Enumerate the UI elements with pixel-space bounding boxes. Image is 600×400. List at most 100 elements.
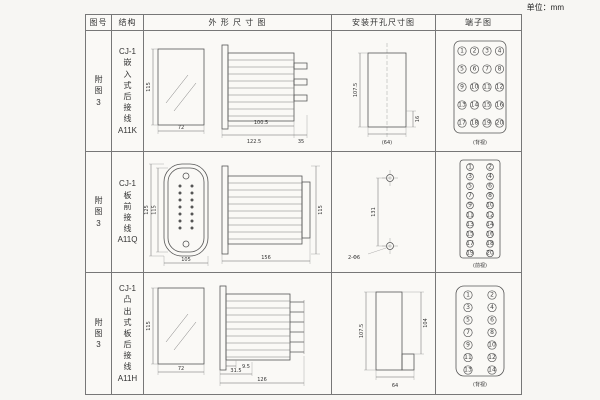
dim-cutout-height: 107.5: [353, 52, 368, 128]
terminal-pin: [466, 172, 474, 181]
dim-step: 31.5: [219, 361, 253, 376]
terminal-pin: [469, 46, 480, 56]
terminal-pin-number: 17: [466, 240, 474, 247]
terminal-pin: [486, 230, 494, 238]
terminal-pin-number: 8: [488, 192, 492, 199]
terminal-pin-number: 11: [483, 84, 491, 91]
front-view: [157, 48, 205, 126]
dim-side-height: 115: [311, 165, 324, 255]
terminal-pin-number: 5: [460, 66, 464, 73]
terminal-plate: [453, 40, 507, 134]
svg-text:122.5: 122.5: [247, 139, 261, 145]
hole-note: 2-Φ6: [348, 247, 387, 261]
terminal-pin-number: 16: [486, 231, 494, 238]
terminal-pin: [463, 339, 473, 350]
terminal-pin-number: 10: [486, 202, 494, 209]
terminal-pin: [457, 46, 467, 56]
terminal-pin-number: 15: [483, 102, 491, 109]
terminal-pin-number: 3: [485, 48, 489, 55]
terminal-pin: [463, 302, 473, 312]
terminal-pin: [486, 172, 494, 181]
terminal-pin: [482, 46, 492, 56]
svg-text:126: 126: [257, 377, 267, 383]
terminal-pin-number: 13: [458, 102, 466, 109]
figure-no-row3: 附 图 3: [86, 273, 112, 394]
dim-overall-length: 126: [219, 355, 305, 386]
side-view: [221, 44, 308, 130]
terminal-pin-number: 20: [486, 250, 494, 257]
terminal-pin-number: 2: [473, 48, 477, 55]
front-view: [163, 163, 209, 257]
svg-text:16: 16: [415, 116, 421, 122]
terminal-pin: [457, 118, 467, 128]
terminal-pin: [494, 100, 505, 110]
figure-no-row1: 附 图 3: [86, 31, 112, 152]
col-header-install-hole-dims: 安装开孔尺寸图: [332, 15, 436, 31]
terminal-pin-number: 10: [488, 341, 496, 348]
svg-text:72: 72: [178, 125, 184, 131]
structure-row1: CJ-1 嵌 入 式 后 接 线 A11K: [112, 31, 144, 152]
terminal-pin-number: 1: [460, 48, 464, 55]
terminal-pin-number: 18: [486, 240, 494, 247]
install-svg-a11q: 131 2-Φ6: [348, 170, 398, 261]
terminal-pin: [463, 327, 473, 337]
terminal-pin: [457, 82, 467, 92]
terminal-pin: [494, 118, 505, 128]
terminal-pin: [463, 352, 473, 362]
terminal-pin: [486, 192, 494, 200]
panel-cutout: [367, 52, 407, 128]
terminal-pin: [487, 352, 497, 362]
terminal-pin-number: 9: [460, 84, 464, 91]
structure-row2: CJ-1 板 前 接 线 A11Q: [112, 152, 144, 273]
view-label: (背视): [473, 381, 487, 388]
dim-front-width: 72: [157, 363, 205, 375]
terminal-pin-number: 4: [490, 304, 494, 311]
terminal-pin-number: 2: [488, 163, 492, 170]
dim-front-outer-height: 125: [144, 163, 164, 257]
terminal-pin: [457, 100, 467, 110]
terminal-pin: [463, 364, 473, 375]
outline-drawing-row3: 115 72 9.5: [144, 273, 332, 394]
col-header-outline-dims: 外 形 尺 寸 图: [144, 15, 332, 31]
terminal-pin-number: 3: [466, 304, 470, 311]
terminal-pin: [466, 220, 474, 229]
dim-body-length: 100.5: [227, 120, 295, 129]
terminal-pin: [494, 82, 505, 92]
svg-text:35: 35: [298, 139, 304, 145]
dim-cutout-16: 16: [406, 110, 421, 128]
terminal-pin-number: 20: [496, 120, 504, 127]
terminal-pin-number: 15: [466, 231, 474, 238]
svg-text:104: 104: [423, 318, 429, 328]
svg-text:(64): (64): [382, 140, 392, 146]
terminal-pin-number: 12: [496, 84, 504, 91]
terminal-pin-number: 9: [468, 202, 472, 209]
install-drawing-row1: 107.5 16 (64): [332, 31, 436, 152]
terminal-pin: [487, 302, 497, 312]
terminal-pin-number: 1: [468, 163, 472, 170]
svg-text:115: 115: [318, 205, 324, 215]
terminal-pin-number: 14: [471, 102, 479, 109]
install-drawing-row3: 107.5 104 64: [332, 273, 436, 394]
terminal-pin-number: 5: [468, 183, 472, 190]
side-view: [221, 165, 311, 255]
terminal-pin: [487, 314, 497, 325]
dim-pin: 9.5: [225, 359, 250, 370]
terminal-pin-number: 1: [466, 291, 470, 298]
terminal-pin: [487, 289, 497, 300]
dim-front-width: 105: [163, 256, 209, 266]
svg-text:31.5: 31.5: [230, 368, 241, 374]
view-label: (前视): [473, 262, 487, 269]
dim-cutout-height: 107.5: [359, 291, 376, 370]
terminal-pin: [486, 249, 494, 258]
col-header-structure: 结构: [112, 15, 144, 31]
terminal-pin: [463, 289, 473, 300]
terminal-pin: [469, 100, 480, 110]
terminal-pin: [482, 82, 492, 92]
